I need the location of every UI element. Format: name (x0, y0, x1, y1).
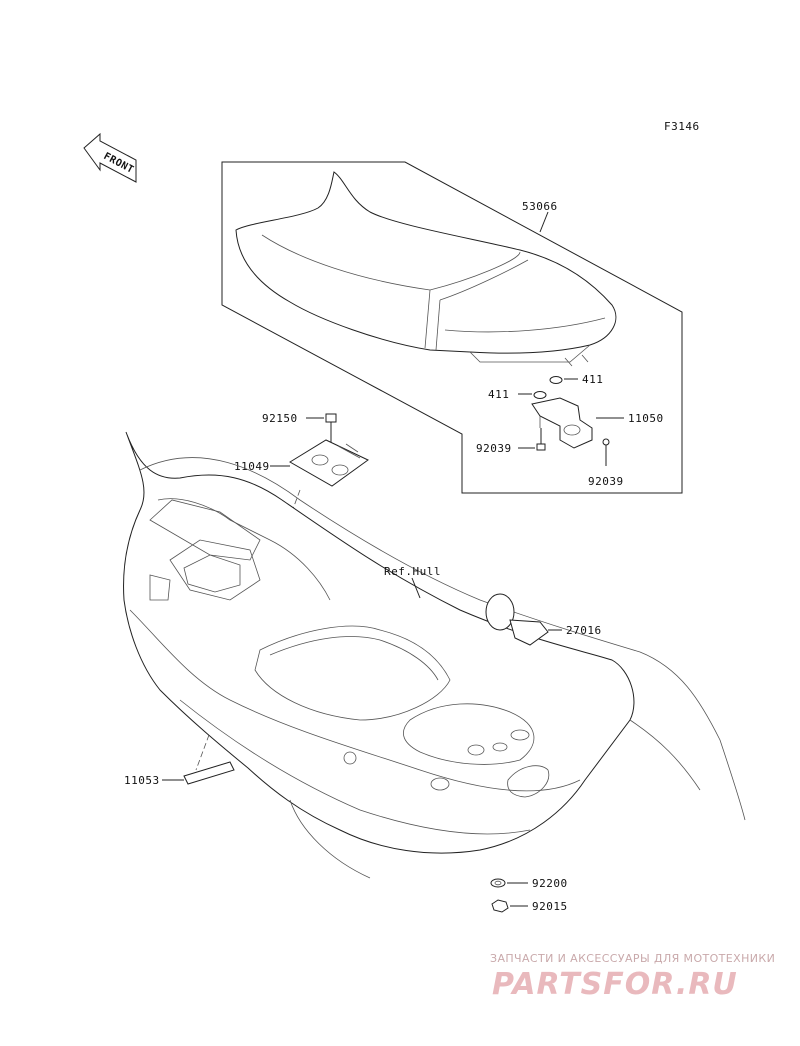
watermark-tagline: ЗАПЧАСТИ И АКСЕССУАРЫ ДЛЯ МОТОТЕХНИКИ (490, 952, 775, 965)
label-92150: 92150 (262, 412, 298, 425)
label-92039-left: 92039 (476, 442, 512, 455)
plate-11049-part (289, 439, 369, 487)
label-411-lower: 411 (488, 388, 509, 401)
label-92200: 92200 (532, 877, 568, 890)
leader-53066 (539, 211, 549, 233)
front-arrow-icon: FRONT (83, 132, 137, 183)
label-411-upper: 411 (582, 373, 603, 386)
label-27016: 27016 (566, 624, 602, 637)
nut-92015-icon (491, 899, 509, 913)
hull-part (123, 431, 746, 879)
label-11050: 11050 (628, 412, 664, 425)
cup-27016-part (485, 593, 549, 646)
label-11053: 11053 (124, 774, 160, 787)
strap-11053-part (183, 761, 235, 785)
bolt-92039-left-icon (536, 428, 546, 451)
washer-411-upper-icon (549, 376, 563, 384)
label-53066: 53066 (522, 200, 558, 213)
bolt-92039-right-icon (602, 438, 610, 466)
seat-assembly-box (221, 161, 683, 494)
label-92015: 92015 (532, 900, 568, 913)
label-92039-right: 92039 (588, 475, 624, 488)
leader-ref-hull (411, 577, 421, 599)
label-ref-hull: Ref.Hull (384, 565, 441, 578)
label-11049: 11049 (234, 460, 270, 473)
figure-code: F3146 (664, 120, 700, 133)
washer-92200-icon (490, 878, 506, 888)
watermark-brand: PARTSFOR.RU (492, 967, 738, 1002)
washer-411-lower-icon (533, 391, 547, 399)
seat-part (235, 171, 617, 367)
bracket-11050-part (531, 397, 593, 449)
washer-92200-hole (494, 880, 502, 886)
